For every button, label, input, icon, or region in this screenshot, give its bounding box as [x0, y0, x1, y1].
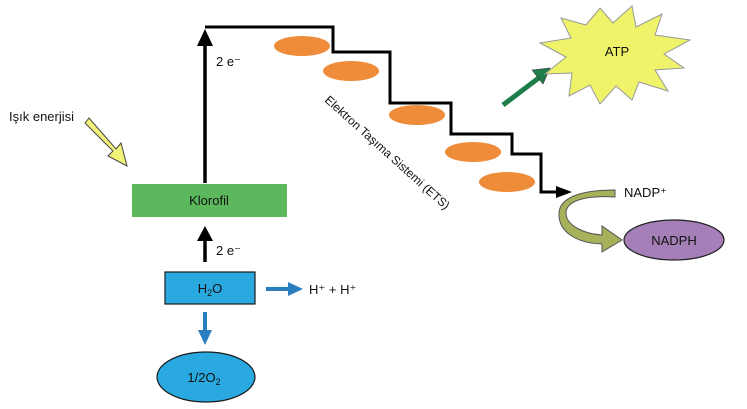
- nadp-label: NADP⁺: [624, 185, 667, 200]
- nadph-label: NADPH: [651, 233, 697, 248]
- protons-label: H⁺ + H⁺: [309, 282, 356, 297]
- atp-arrowhead: [531, 67, 551, 85]
- atp-starburst: [538, 5, 692, 105]
- atp-arrow-shaft: [501, 75, 542, 107]
- electron-carrier: [479, 172, 535, 192]
- water-label: H2O: [198, 281, 223, 298]
- ets-staircase-line: [205, 25, 558, 194]
- electron-carrier: [445, 142, 501, 162]
- water-box: [164, 271, 256, 305]
- nadph-ellipse: [623, 219, 725, 261]
- electrons-top-label: 2 e⁻: [216, 54, 241, 69]
- atp-label: ATP: [605, 44, 629, 59]
- water-label-sub: 2: [207, 288, 212, 298]
- nadp-curved-arrow: [558, 189, 623, 253]
- chlorophyll-box: [132, 184, 287, 217]
- light-energy-label: Işık enerjisi: [9, 109, 74, 124]
- electron-up-arrowhead: [197, 29, 213, 46]
- proton-arrowhead: [288, 282, 303, 296]
- water-label-main: H: [198, 281, 207, 296]
- electron-carrier: [389, 105, 445, 125]
- electron-lower-arrowhead: [197, 226, 213, 241]
- water-label-tail: O: [212, 281, 222, 296]
- electron-carrier: [323, 61, 379, 81]
- electron-carrier: [274, 36, 330, 56]
- electrons-bottom-label: 2 e⁻: [216, 243, 241, 258]
- ets-end-arrowhead: [556, 186, 572, 198]
- chlorophyll-label: Klorofil: [189, 193, 229, 208]
- oxygen-label-sub: 2: [216, 377, 221, 387]
- oxygen-label-main: 1/2O: [187, 370, 215, 385]
- oxygen-ellipse: [156, 351, 256, 403]
- light-energy-arrow: [84, 117, 128, 167]
- oxygen-arrowhead: [198, 330, 212, 345]
- oxygen-label: 1/2O2: [187, 370, 220, 387]
